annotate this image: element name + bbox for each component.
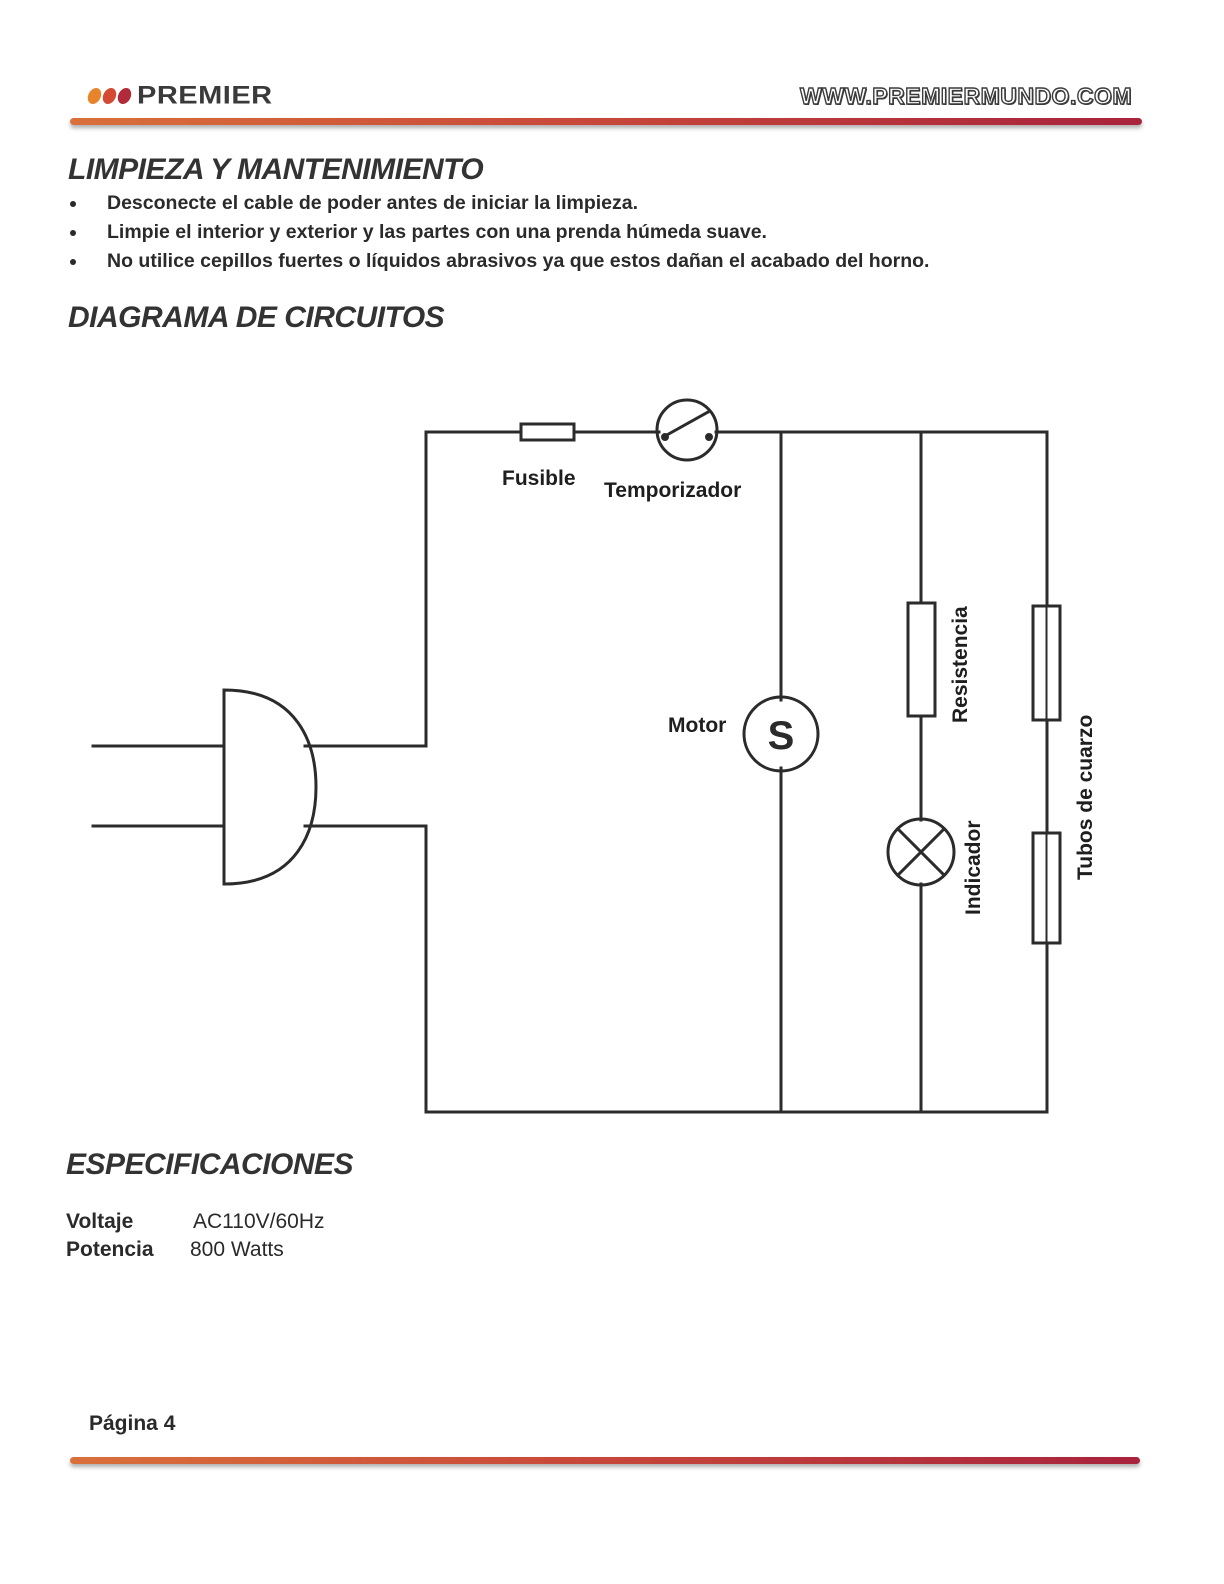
cleaning-section-title: LIMPIEZA Y MANTENIMIENTO	[68, 153, 484, 186]
website-url: WWW.PREMIERMUNDO.COM	[799, 82, 1132, 109]
list-item: Limpie el interior y exterior y las part…	[60, 218, 929, 247]
timer-label: Temporizador	[604, 479, 741, 502]
timer-switch-symbol	[655, 398, 719, 462]
list-item: No utilice cepillos fuertes o líquidos a…	[60, 247, 929, 276]
circuit-wires	[424, 430, 1049, 1114]
header-divider	[70, 118, 1142, 125]
motor-symbol-letter: S	[768, 714, 795, 758]
motor-label: Motor	[668, 714, 726, 737]
indicator-lamp-symbol	[886, 817, 956, 887]
circuit-section-title: DIAGRAMA DE CIRCUITOS	[68, 301, 445, 334]
resistor-label: Resistencia	[949, 606, 972, 723]
spec-power-label: Potencia	[66, 1238, 154, 1261]
spec-voltage-value: AC110V/60Hz	[193, 1210, 325, 1233]
quartz-tubes-label: Tubos de cuarzo	[1074, 715, 1097, 880]
quartz-tube-symbol	[1031, 831, 1062, 945]
brand-logo: PREMIER	[86, 80, 273, 112]
page-number: Página 4	[89, 1412, 176, 1435]
list-item: Desconecte el cable de poder antes de in…	[60, 189, 929, 218]
footer-divider	[70, 1457, 1140, 1464]
spec-power-value: 800 Watts	[190, 1238, 284, 1261]
indicator-label: Indicador	[962, 820, 985, 915]
spec-voltage-label: Voltaje	[66, 1210, 134, 1233]
brand-name: PREMIER	[137, 81, 273, 110]
specs-section-title: ESPECIFICACIONES	[66, 1148, 354, 1181]
fuse-symbol	[519, 422, 576, 442]
motor-symbol	[742, 695, 820, 773]
quartz-tube-symbol	[1031, 604, 1062, 722]
power-plug-symbol	[91, 688, 428, 886]
resistor-symbol	[906, 601, 937, 718]
cleaning-list: Desconecte el cable de poder antes de in…	[60, 189, 929, 276]
fuse-label: Fusible	[502, 467, 576, 490]
